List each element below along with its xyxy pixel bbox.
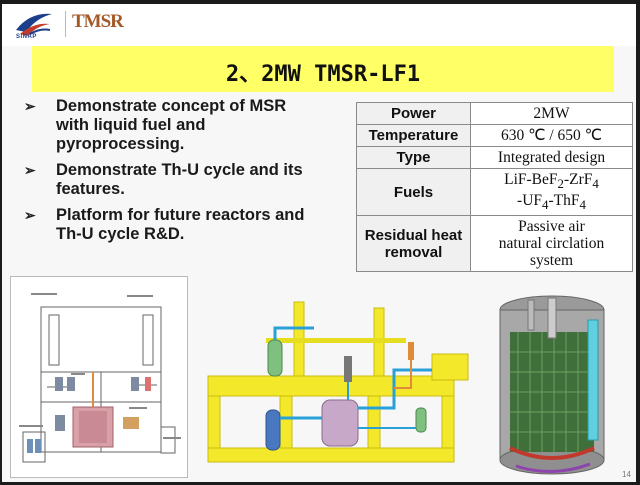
bullet-arrow-icon: ➢ <box>24 207 36 223</box>
slide-title: 2、2MW TMSR-LF1 <box>225 62 421 87</box>
bullet-text: features. <box>56 180 125 198</box>
schematic-drawing-icon <box>19 293 181 463</box>
reactor-vessel-icon <box>499 295 605 475</box>
table-row: Temperature 630 ℃ / 650 ℃ <box>356 124 633 147</box>
bullet-item: ➢ Demonstrate concept of MSR with liquid… <box>20 97 358 154</box>
table-row: Fuels LiF-BeF2-ZrF4 -UF4-ThF4 <box>356 167 633 217</box>
spec-key: Temperature <box>356 124 471 147</box>
plant-layout-schematic <box>10 276 188 478</box>
reactor-vessel-cutaway <box>490 292 620 480</box>
table-row: Type Integrated design <box>356 146 633 169</box>
tmsr-logo: TMSR <box>72 11 124 32</box>
table-row: Residual heat removal Passive air natura… <box>356 215 633 273</box>
piping-drawing-icon <box>207 301 469 463</box>
plant-3d-piping-view <box>194 298 484 476</box>
spec-key: Type <box>356 146 471 169</box>
spec-value: 630 ℃ / 650 ℃ <box>470 124 633 147</box>
bullet-item: ➢ Demonstrate Th-U cycle and its feature… <box>20 161 358 199</box>
bullet-text: Demonstrate concept of MSR <box>56 97 287 115</box>
spec-value: Integrated design <box>470 146 633 169</box>
page-number: 14 <box>622 470 631 479</box>
spec-value: LiF-BeF2-ZrF4 -UF4-ThF4 <box>470 167 633 217</box>
sinap-logo-icon <box>16 13 52 36</box>
bullet-arrow-icon: ➢ <box>24 162 36 178</box>
spec-key: Residual heat removal <box>356 215 471 273</box>
spec-value: Passive air natural circlation system <box>470 215 633 273</box>
spec-value: 2MW <box>470 102 633 125</box>
bullet-text: Demonstrate Th-U cycle and its <box>56 161 303 179</box>
bullet-text: Th-U cycle R&D. <box>56 225 185 243</box>
slide: SINAP TMSR 2、2MW TMSR-LF1 ➢ Demonstrate … <box>2 4 636 482</box>
logo-divider <box>65 11 66 37</box>
title-band: 2、2MW TMSR-LF1 <box>32 46 614 92</box>
spec-key: Power <box>356 102 471 125</box>
bullet-text: pyroprocessing. <box>56 135 185 153</box>
bullet-text: with liquid fuel and <box>56 116 206 134</box>
bullet-item: ➢ Platform for future reactors and Th-U … <box>20 206 358 244</box>
spec-key: Fuels <box>356 167 471 217</box>
spec-table: Power 2MW Temperature 630 ℃ / 650 ℃ Type… <box>356 102 633 273</box>
table-row: Power 2MW <box>356 102 633 125</box>
header-band: SINAP TMSR <box>2 4 636 46</box>
bullet-text: Platform for future reactors and <box>56 206 305 224</box>
bullet-list: ➢ Demonstrate concept of MSR with liquid… <box>20 97 358 251</box>
logo-caption: SINAP <box>16 34 37 40</box>
bullet-arrow-icon: ➢ <box>24 98 36 114</box>
